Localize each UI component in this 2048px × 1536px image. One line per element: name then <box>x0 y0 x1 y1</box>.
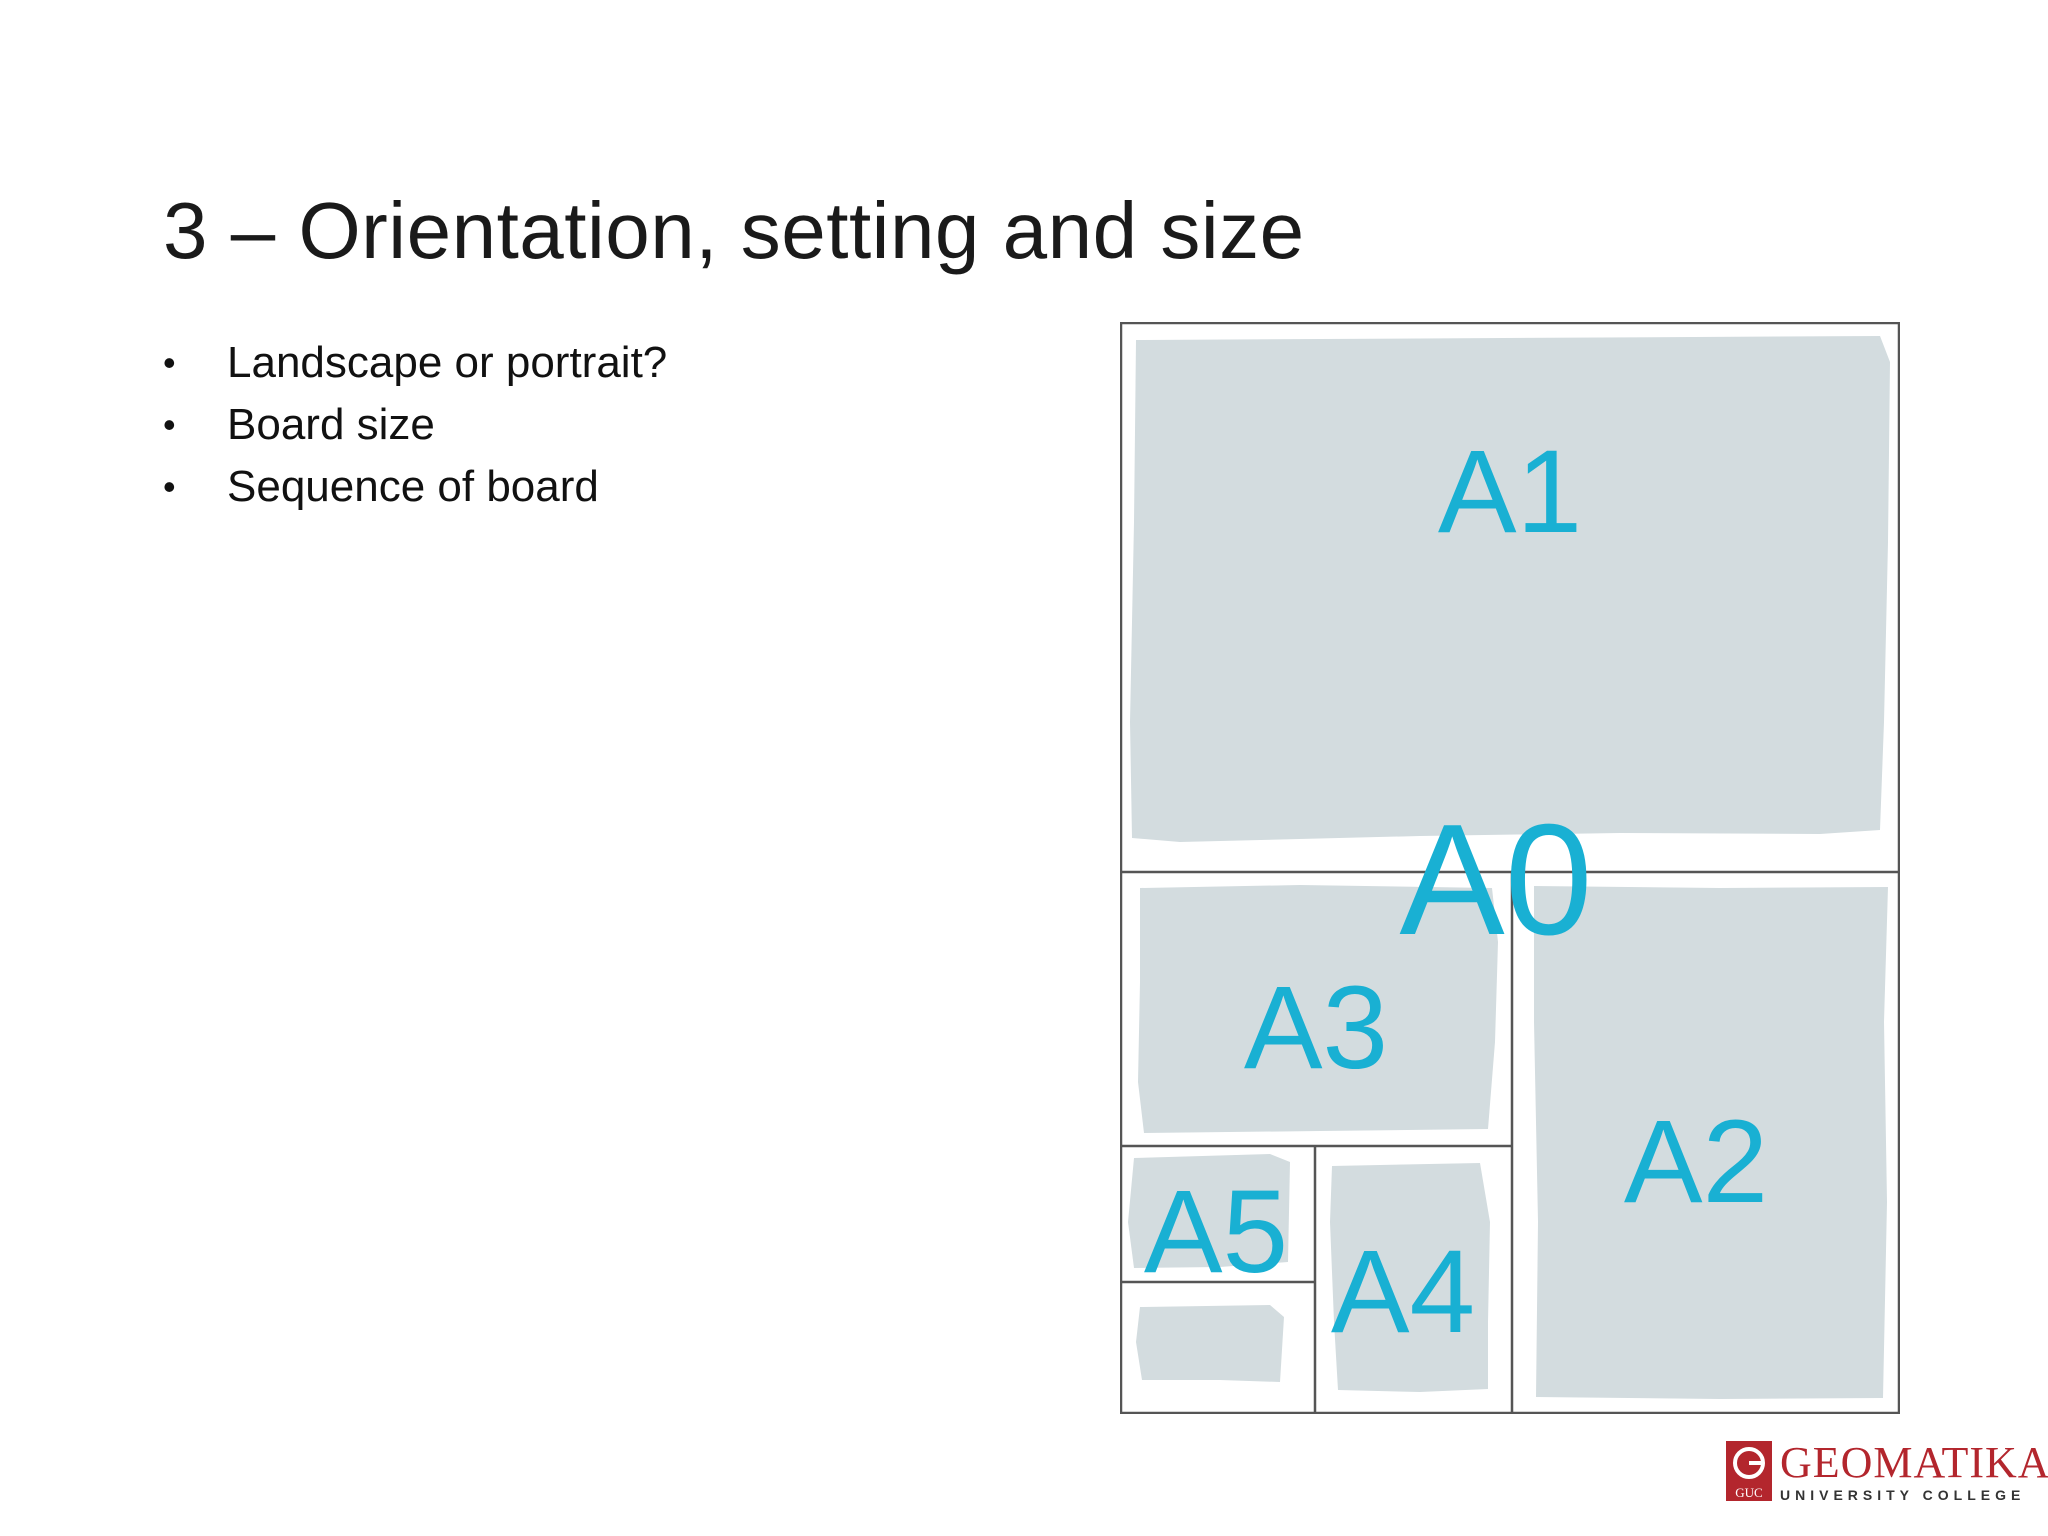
a3-fill-area <box>1138 885 1498 1133</box>
a4-fill-area <box>1330 1163 1490 1392</box>
a3-label: A3 <box>1244 962 1388 1094</box>
a2-fill-area <box>1534 886 1888 1399</box>
a0-frame <box>1120 322 1900 1414</box>
logo-emblem-icon: GUC <box>1726 1441 1772 1501</box>
bullet-icon: • <box>163 466 176 507</box>
logo-text: GEOMATIKA UNIVERSITY COLLEGE <box>1780 1438 2048 1504</box>
logo-subtitle: UNIVERSITY COLLEGE <box>1780 1487 2026 1503</box>
a5-label: A5 <box>1144 1166 1288 1298</box>
a0-label: A0 <box>1399 792 1592 968</box>
bullet-icon: • <box>163 342 176 383</box>
bullet-item: • Sequence of board <box>163 456 667 518</box>
a5-fill-area <box>1128 1154 1290 1268</box>
bullet-text: Sequence of board <box>227 462 599 511</box>
a5-lower-fill-area <box>1136 1305 1284 1382</box>
logo-name: GEOMATIKA <box>1780 1438 2048 1487</box>
logo-mark-text: GUC <box>1735 1485 1762 1500</box>
a4-label: A4 <box>1331 1226 1475 1358</box>
slide-title: 3 – Orientation, setting and size <box>163 186 1305 275</box>
a1-fill-area <box>1130 336 1890 842</box>
paper-size-svg: A1 A0 A3 A2 A5 A4 <box>1120 322 1900 1414</box>
paper-size-diagram: A1 A0 A3 A2 A5 A4 <box>1120 322 1900 1414</box>
bullet-text: Landscape or portrait? <box>227 338 668 387</box>
bullet-icon: • <box>163 404 176 445</box>
bullet-list: • Landscape or portrait? • Board size • … <box>163 332 667 518</box>
bullet-text: Board size <box>227 400 435 449</box>
bullet-item: • Board size <box>163 394 667 456</box>
a2-label: A2 <box>1624 1096 1768 1228</box>
geomatika-logo: GUC GEOMATIKA UNIVERSITY COLLEGE <box>1726 1441 2048 1511</box>
bullet-item: • Landscape or portrait? <box>163 332 667 394</box>
a1-label: A1 <box>1438 426 1582 558</box>
sheet-frame-lines <box>1120 322 1900 1414</box>
